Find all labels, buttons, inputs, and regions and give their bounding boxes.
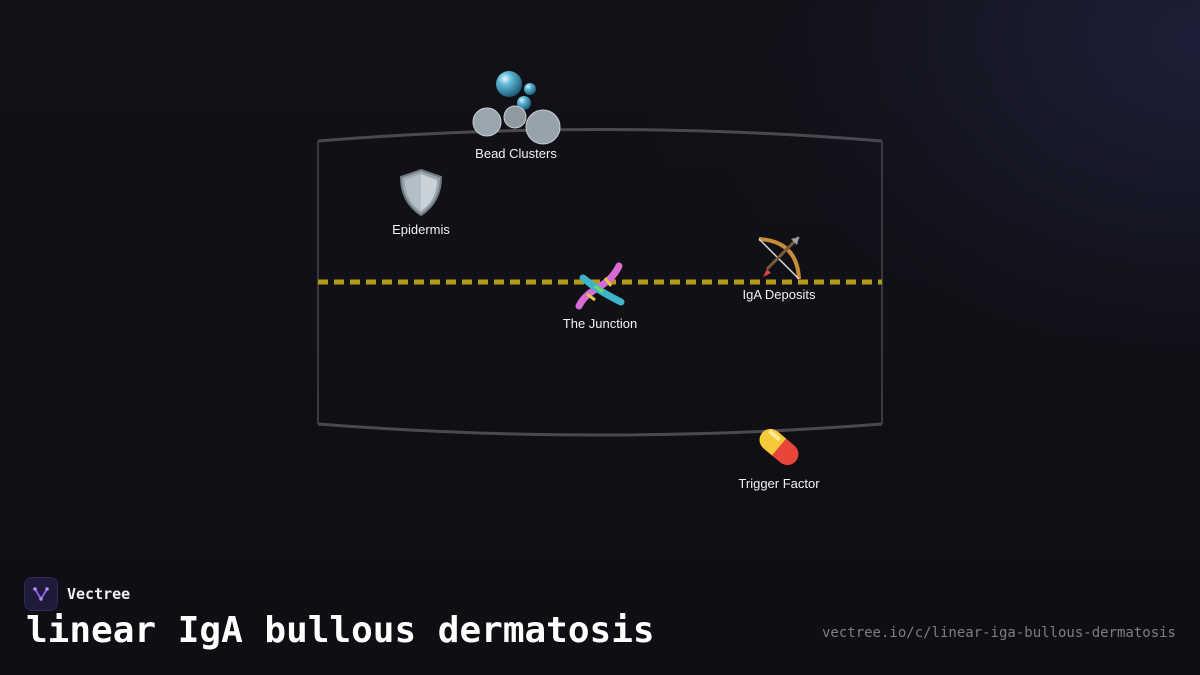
node-junction: The Junction xyxy=(520,260,680,331)
node-label: Bead Clusters xyxy=(475,146,557,161)
node-iga-deposits: IgA Deposits xyxy=(699,233,859,302)
node-label: The Junction xyxy=(562,316,638,331)
skin-frame-bottom xyxy=(317,422,883,437)
bubbles-icon xyxy=(472,71,561,145)
node-trigger-factor: Trigger Factor xyxy=(699,422,859,491)
node-label: IgA Deposits xyxy=(742,287,816,302)
node-epidermis: Epidermis xyxy=(341,168,501,237)
dna-icon xyxy=(575,262,625,310)
skin-frame-top xyxy=(317,128,883,143)
node-label: Epidermis xyxy=(392,222,450,237)
node-bead-clusters: Bead Clusters xyxy=(436,68,596,161)
bow-and-arrow-icon xyxy=(758,235,801,280)
vectree-logo-icon xyxy=(24,577,58,611)
page-title: linear IgA bullous dermatosis xyxy=(26,610,655,651)
node-label: Trigger Factor xyxy=(738,476,820,491)
shield-icon xyxy=(399,168,443,217)
pill-icon xyxy=(759,428,799,466)
brand[interactable]: Vectree xyxy=(24,577,130,611)
brand-name: Vectree xyxy=(67,585,131,603)
page-url[interactable]: vectree.io/c/linear-iga-bullous-dermatos… xyxy=(821,625,1176,641)
